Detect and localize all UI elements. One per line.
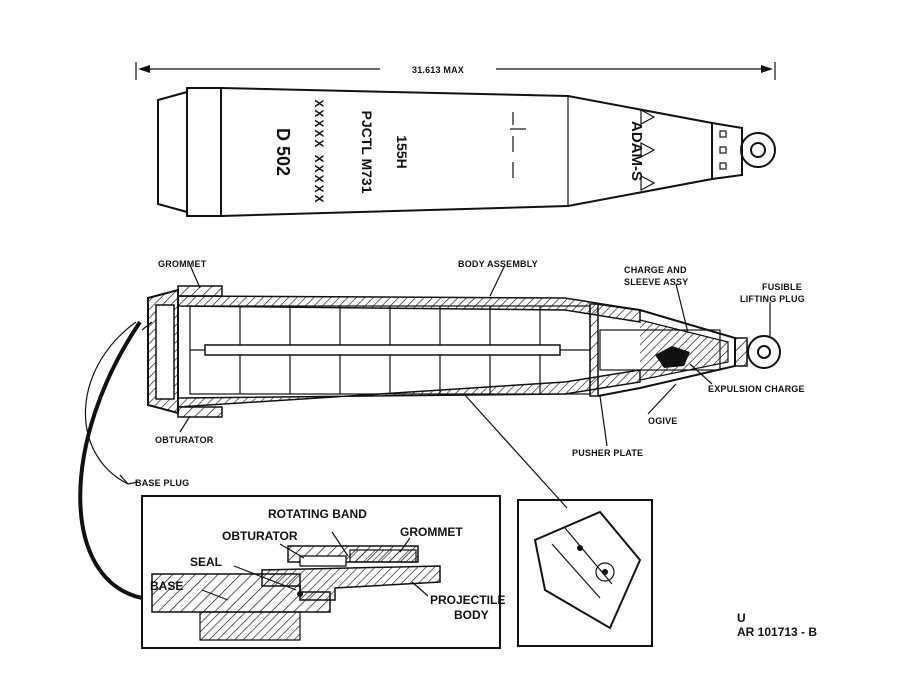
label-base-plug: BASE PLUG [135, 478, 189, 488]
leader-lines [78, 264, 771, 600]
detail-base: BASE [150, 579, 183, 593]
detail-projectile-1: PROJECTILE [430, 593, 505, 607]
detail-projectile-2: BODY [454, 608, 489, 622]
lot-placeholder: XXXXX XXXXX [312, 99, 326, 204]
label-body-assembly: BODY ASSEMBLY [458, 259, 538, 269]
lot-code: D 502 [273, 128, 293, 176]
label-charge-sleeve-2: SLEEVE ASSY [624, 277, 688, 287]
label-charge-sleeve-1: CHARGE AND [624, 265, 687, 275]
warning-triangles [640, 108, 656, 192]
label-obturator: OBTURATOR [155, 435, 214, 445]
caliber: 155H [394, 135, 410, 168]
overall-length-label: 31.613 MAX [412, 65, 464, 75]
detail-grommet: GROMMET [400, 525, 463, 539]
fuze-name: ADAM-S [628, 121, 645, 181]
label-fusible-1: FUSIBLE [762, 282, 802, 292]
label-pusher-plate: PUSHER PLATE [572, 448, 643, 458]
detail-obturator: OBTURATOR [222, 529, 298, 543]
detail-seal: SEAL [190, 555, 222, 569]
dimension-line: 31.613 MAX [135, 62, 776, 80]
figure-ref-1: U [737, 611, 746, 625]
label-expulsion-charge: EXPULSION CHARGE [708, 384, 805, 394]
detail-inset [141, 495, 501, 649]
label-ogive: OGIVE [648, 416, 678, 426]
detail-rotating-band: ROTATING BAND [268, 507, 367, 521]
figure-ref-2: AR 101713 - B [737, 625, 817, 639]
label-fusible-2: LIFTING PLUG [740, 294, 805, 304]
submunition-inset [517, 499, 653, 647]
projectile-section [147, 285, 781, 418]
detail-leaders [201, 531, 429, 601]
label-grommet: GROMMET [158, 259, 207, 269]
projectile-exterior [157, 87, 776, 217]
nomenclature: PJCTL M731 [359, 111, 375, 194]
